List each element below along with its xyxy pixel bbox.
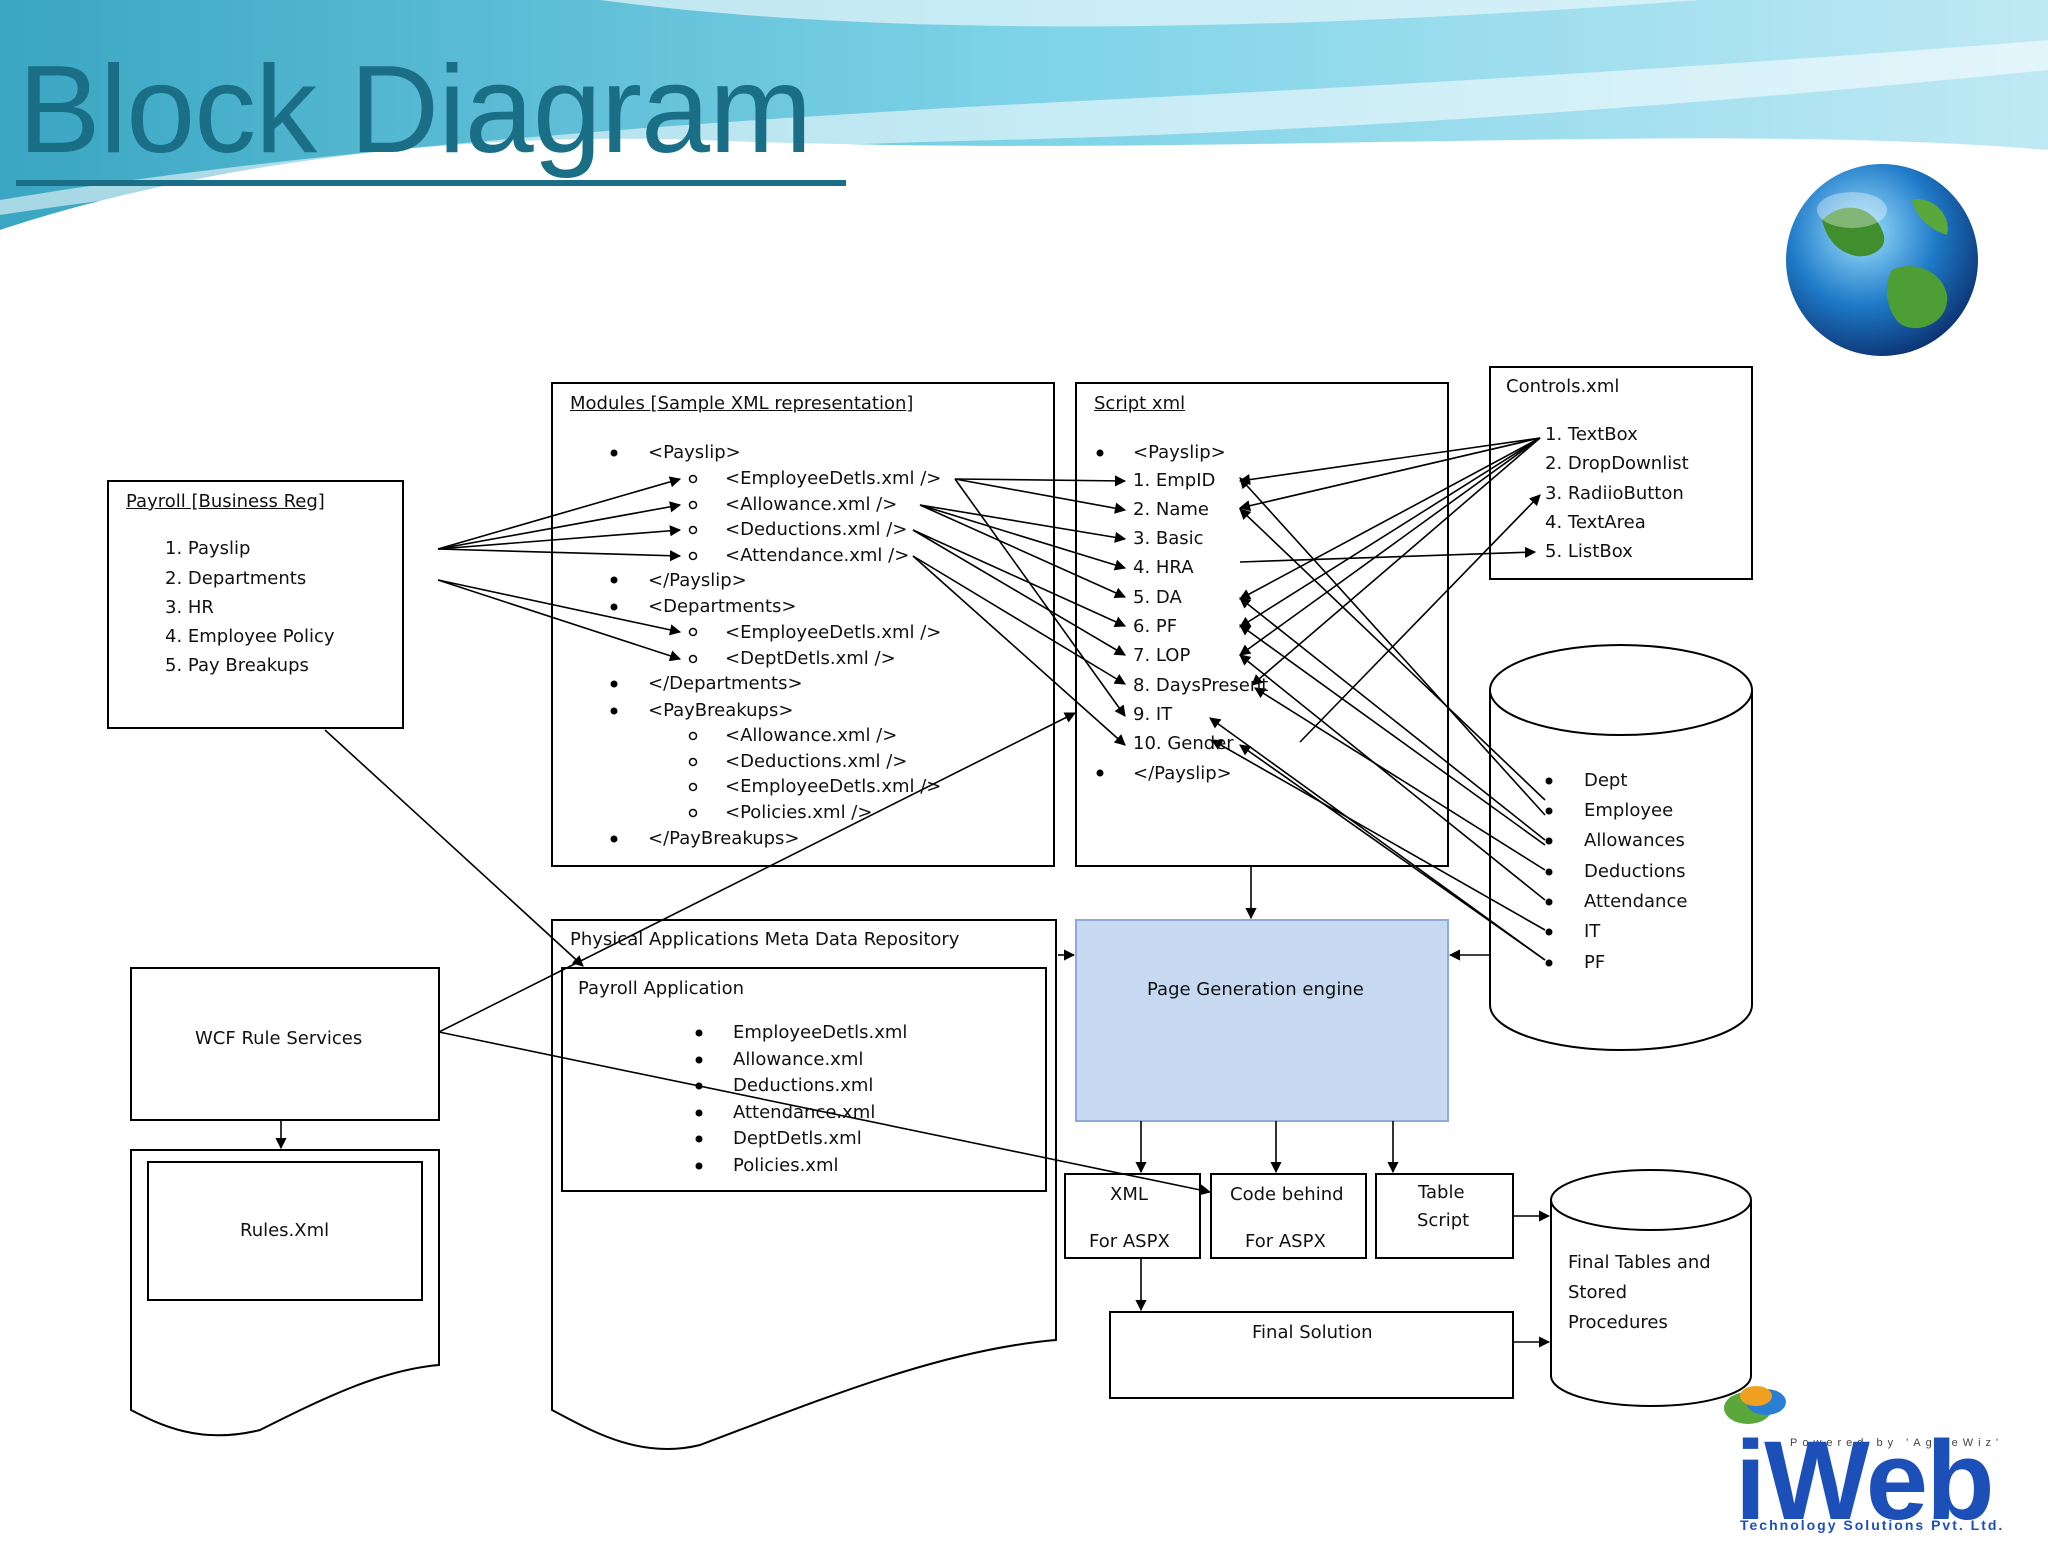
xml-aspx-box [1064, 1173, 1201, 1259]
sub-bullets [688, 474, 698, 818]
module-line: <Payslip> [648, 442, 741, 463]
controls-item: 3. RadiioButton [1545, 483, 1684, 504]
module-line: <EmployeeDetls.xml /> [725, 776, 942, 797]
module-line: <Departments> [648, 596, 797, 617]
payroll-box [107, 480, 404, 729]
module-line: <Allowance.xml /> [725, 494, 898, 515]
module-line: </Payslip> [648, 570, 747, 591]
script-item: 8. DaysPresent [1133, 675, 1269, 696]
repository-file: Allowance.xml [733, 1049, 864, 1070]
script-item: 10. Gender [1133, 733, 1234, 754]
module-line: <Allowance.xml /> [725, 725, 898, 746]
modules-box [551, 382, 1055, 867]
bullets [610, 449, 1553, 1170]
globe-icon [1786, 164, 1978, 356]
rules-inner-box [147, 1161, 423, 1301]
final-tables-line3: Procedures [1568, 1312, 1668, 1333]
final-solution-label: Final Solution [1252, 1322, 1373, 1343]
module-line: <EmployeeDetls.xml /> [725, 622, 942, 643]
payroll-application-title: Payroll Application [578, 978, 745, 999]
database-item: Attendance [1584, 891, 1688, 912]
logo-wordmark: iWeb [1735, 1418, 1995, 1543]
module-line: <PayBreakups> [648, 700, 794, 721]
payroll-application-box [561, 967, 1047, 1192]
script-item: 5. DA [1133, 587, 1182, 608]
script-item: 7. LOP [1133, 645, 1191, 666]
xml-aspx-line1: XML [1110, 1184, 1148, 1205]
payroll-header: Payroll [Business Reg] [126, 491, 325, 512]
final-tables-cylinder [1550, 1169, 1752, 1407]
title-underline [16, 180, 846, 186]
script-header: Script xml [1094, 393, 1186, 414]
engine-label: Page Generation engine [1147, 979, 1364, 1000]
code-behind-box [1210, 1173, 1367, 1259]
database-item: Employee [1584, 800, 1674, 821]
header-wave-decoration [0, 0, 2048, 230]
repository-file: EmployeeDetls.xml [733, 1022, 908, 1043]
module-line: <DeptDetls.xml /> [725, 648, 896, 669]
database-item: Deductions [1584, 861, 1686, 882]
code-behind-line1: Code behind [1230, 1184, 1344, 1205]
controls-item: 5. ListBox [1545, 541, 1633, 562]
xml-aspx-line2: For ASPX [1089, 1231, 1170, 1252]
script-item: 9. IT [1133, 704, 1173, 725]
script-item: 6. PF [1133, 616, 1178, 637]
wcf-label: WCF Rule Services [195, 1028, 363, 1049]
script-close-tag: </Payslip> [1133, 763, 1232, 784]
slide-title: Block Diagram [18, 41, 812, 179]
payroll-item: 5. Pay Breakups [165, 655, 309, 676]
controls-header: Controls.xml [1506, 376, 1620, 397]
table-script-line1: Table [1418, 1182, 1465, 1203]
rules-label: Rules.Xml [240, 1220, 330, 1241]
table-script-line2: Script [1417, 1210, 1470, 1231]
module-line: </Departments> [648, 673, 803, 694]
rules-document [130, 1149, 440, 1437]
payroll-item: 3. HR [165, 597, 214, 618]
script-open-tag: <Payslip> [1133, 442, 1226, 463]
database-item: IT [1584, 921, 1601, 942]
script-item: 2. Name [1133, 499, 1209, 520]
repository-title: Physical Applications Meta Data Reposito… [570, 929, 960, 950]
repository-document [551, 919, 1057, 1450]
repository-file: DeptDetls.xml [733, 1128, 862, 1149]
script-item: 3. Basic [1133, 528, 1204, 549]
module-line: <EmployeeDetls.xml /> [725, 468, 942, 489]
code-behind-line2: For ASPX [1245, 1231, 1326, 1252]
payroll-item: 1. Payslip [165, 538, 251, 559]
final-tables-line2: Stored [1568, 1282, 1628, 1303]
script-item: 1. EmpID [1133, 470, 1216, 491]
logo-tagline: Powered by 'AgileWiz' [1790, 1437, 2004, 1449]
database-item: PF [1584, 952, 1606, 973]
database-item: Allowances [1584, 830, 1685, 851]
repository-file: Policies.xml [733, 1155, 839, 1176]
page-generation-engine-box [1075, 919, 1449, 1122]
wcf-box [130, 967, 440, 1121]
module-line: </PayBreakups> [648, 828, 800, 849]
script-item: 4. HRA [1133, 557, 1194, 578]
module-line: <Deductions.xml /> [725, 751, 908, 772]
module-line: <Policies.xml /> [725, 802, 873, 823]
final-tables-line1: Final Tables and [1568, 1252, 1711, 1273]
script-box [1075, 382, 1449, 867]
modules-header: Modules [Sample XML representation] [570, 393, 914, 414]
controls-item: 4. TextArea [1545, 512, 1646, 533]
module-line: <Attendance.xml /> [725, 545, 910, 566]
logo-subtitle: Technology Solutions Pvt. Ltd. [1740, 1517, 2005, 1533]
database-item: Dept [1584, 770, 1628, 791]
repository-file: Attendance.xml [733, 1102, 876, 1123]
repository-file: Deductions.xml [733, 1075, 874, 1096]
logo-swirl-icon [1724, 1386, 1786, 1424]
database-cylinder [1489, 644, 1753, 1051]
controls-box [1489, 366, 1753, 580]
module-line: <Deductions.xml /> [725, 519, 908, 540]
controls-item: 2. DropDownlist [1545, 453, 1689, 474]
final-solution-box [1109, 1311, 1514, 1399]
payroll-item: 4. Employee Policy [165, 626, 335, 647]
controls-item: 1. TextBox [1545, 424, 1638, 445]
payroll-item: 2. Departments [165, 568, 307, 589]
